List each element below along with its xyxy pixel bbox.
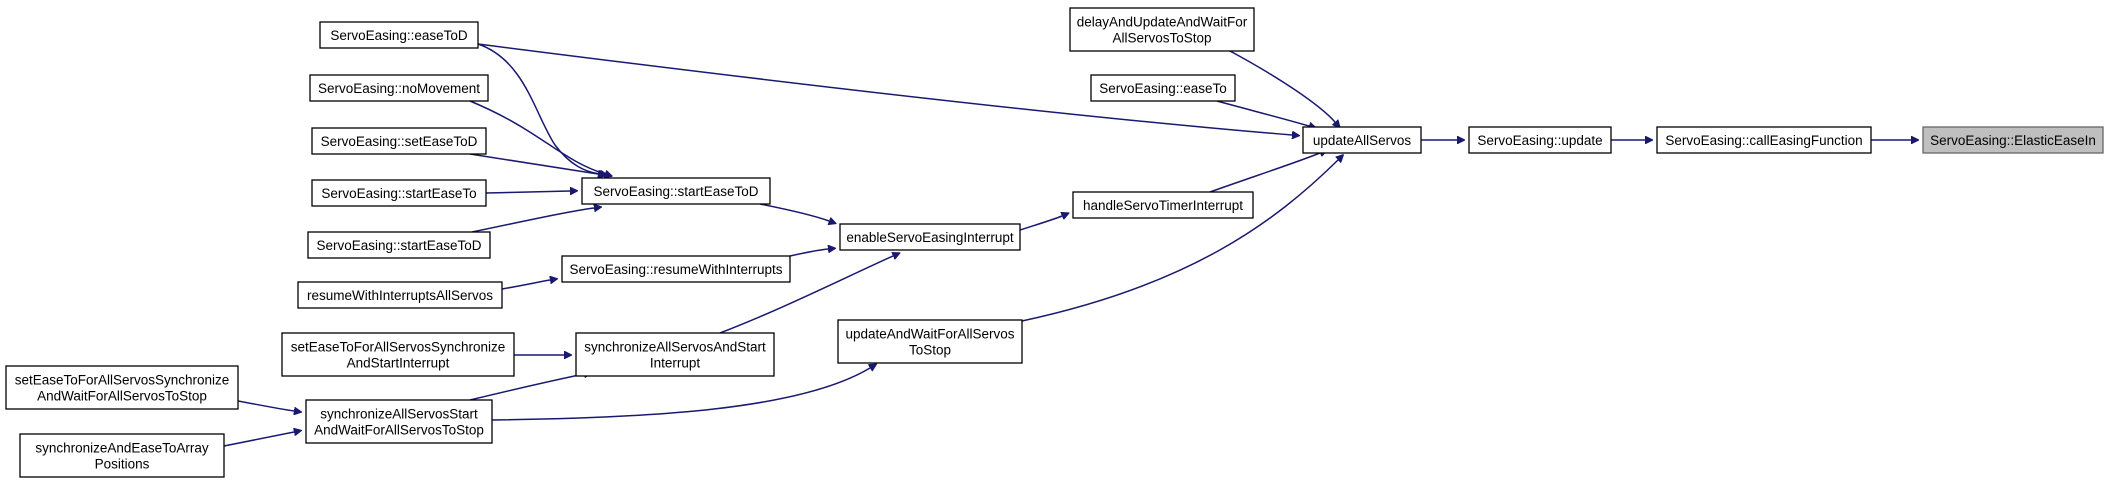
node-label: ToStop: [909, 343, 951, 358]
edges-layer: [223, 43, 1911, 447]
node-box: [837, 319, 1023, 364]
node-box: [305, 399, 493, 444]
node-label: resumeWithInterruptsAllServos: [307, 288, 493, 303]
node-box: [1468, 126, 1612, 154]
node-label: setEaseToForAllServosSynchronize: [15, 373, 230, 388]
node-label: updateAllServos: [1313, 133, 1412, 148]
edge-resumeall-to-resumeint: [501, 280, 550, 290]
node-label: delayAndUpdateAndWaitFor: [1077, 15, 1248, 30]
edge-handletimer-to-updateall: [1209, 153, 1320, 193]
node-easetod-top[interactable]: ServoEasing::easeToD: [319, 21, 479, 49]
node-box: [561, 255, 791, 283]
node-box: [307, 231, 491, 259]
edge-nomove-to-startetod_mid: [469, 100, 605, 174]
node-label: synchronizeAndEaseToArray: [35, 441, 209, 456]
node-label: Interrupt: [650, 356, 701, 371]
node-box: [581, 177, 771, 205]
edge-syncstartint-to-enableint: [719, 256, 893, 334]
node-resumeint[interactable]: ServoEasing::resumeWithInterrupts: [561, 255, 791, 283]
node-box: [1922, 126, 2104, 154]
node-label: ServoEasing::noMovement: [318, 81, 480, 96]
node-label: synchronizeAllServosAndStart: [584, 340, 766, 355]
edge-syncarray-to-syncwait: [223, 432, 294, 447]
node-setsyncstart[interactable]: setEaseToForAllServosSynchronizeAndStart…: [281, 332, 515, 377]
edge-easetod_top-to-updateall: [477, 43, 1292, 135]
edge-easetod_top-to-startetod_mid: [477, 43, 600, 174]
node-label: enableServoEasingInterrupt: [846, 230, 1014, 245]
node-startetod-low[interactable]: ServoEasing::startEaseToD: [307, 231, 491, 259]
node-box: [19, 433, 225, 478]
node-box: [1656, 126, 1872, 154]
node-label: ServoEasing::startEaseToD: [593, 184, 758, 199]
node-starteaseto[interactable]: ServoEasing::startEaseTo: [311, 179, 487, 207]
node-box: [297, 281, 503, 309]
nodes-layer: ServoEasing::ElasticEaseIn ServoEasing::c…: [5, 7, 2104, 478]
node-label: ServoEasing::callEasingFunction: [1665, 133, 1862, 148]
node-box: [1302, 126, 1422, 154]
node-box: [839, 223, 1021, 251]
node-label: AndStartInterrupt: [347, 356, 450, 371]
node-box: [1072, 191, 1254, 219]
node-resumeall[interactable]: resumeWithInterruptsAllServos: [297, 281, 503, 309]
edge-seteasetod-to-startetod_mid: [469, 153, 598, 174]
node-box: [311, 127, 487, 155]
node-box: [309, 74, 489, 102]
node-label: synchronizeAllServosStart: [320, 407, 478, 422]
node-label: handleServoTimerInterrupt: [1083, 198, 1243, 213]
node-calleasing[interactable]: ServoEasing::callEasingFunction: [1656, 126, 1872, 154]
node-elastic[interactable]: ServoEasing::ElasticEaseIn: [1922, 126, 2104, 154]
edge-resumeint-to-enableint: [789, 249, 828, 257]
node-box: [575, 332, 775, 377]
node-box: [1090, 74, 1236, 102]
node-updateall[interactable]: updateAllServos: [1302, 126, 1422, 154]
node-box: [311, 179, 487, 207]
edge-enableint-to-handletimer: [1019, 216, 1062, 231]
node-label: AndWaitForAllServosToStop: [314, 423, 484, 438]
edge-easeto-to-updateall: [1216, 100, 1309, 126]
node-update[interactable]: ServoEasing::update: [1468, 126, 1612, 154]
node-label: ServoEasing::easeTo: [1099, 81, 1227, 96]
node-label: updateAndWaitForAllServos: [845, 327, 1014, 342]
edge-syncwait-to-updatewait: [491, 368, 870, 421]
edge-starteaseto-to-startetod_mid: [485, 191, 570, 193]
node-enableint[interactable]: enableServoEasingInterrupt: [839, 223, 1021, 251]
node-nomove[interactable]: ServoEasing::noMovement: [309, 74, 489, 102]
node-label: ServoEasing::startEaseTo: [321, 186, 476, 201]
node-label: Positions: [95, 457, 150, 472]
edge-startetod_mid-to-enableint: [759, 203, 829, 221]
node-label: AndWaitForAllServosToStop: [37, 389, 207, 404]
node-handletimer[interactable]: handleServoTimerInterrupt: [1072, 191, 1254, 219]
node-box: [5, 365, 239, 410]
node-label: ServoEasing::resumeWithInterrupts: [569, 262, 782, 277]
node-seteasetod[interactable]: ServoEasing::setEaseToD: [311, 127, 487, 155]
node-box: [319, 21, 479, 49]
node-label: ServoEasing::startEaseToD: [316, 238, 481, 253]
node-box: [281, 332, 515, 377]
edge-startetod_low-to-startetod_mid: [471, 208, 594, 233]
node-box: [1069, 7, 1255, 52]
edge-updatewait-to-updateall: [1021, 160, 1338, 322]
node-easeto[interactable]: ServoEasing::easeTo: [1090, 74, 1236, 102]
node-label: setEaseToForAllServosSynchronize: [291, 340, 506, 355]
node-label: ServoEasing::update: [1477, 133, 1602, 148]
edge-delayupdate-to-updateall: [1229, 50, 1335, 122]
edge-syncwait-to-syncstartint: [469, 374, 584, 401]
node-label: AllServosToStop: [1112, 31, 1211, 46]
node-label: ServoEasing::setEaseToD: [321, 134, 478, 149]
node-label: ServoEasing::easeToD: [330, 28, 468, 43]
node-label: ServoEasing::ElasticEaseIn: [1930, 133, 2096, 148]
node-setsyncwait[interactable]: setEaseToForAllServosSynchronizeAndWaitF…: [5, 365, 239, 410]
node-syncwait[interactable]: synchronizeAllServosStartAndWaitForAllSe…: [305, 399, 493, 444]
edge-setsyncwait-to-syncwait: [237, 400, 294, 411]
node-startetod-mid[interactable]: ServoEasing::startEaseToD: [581, 177, 771, 205]
